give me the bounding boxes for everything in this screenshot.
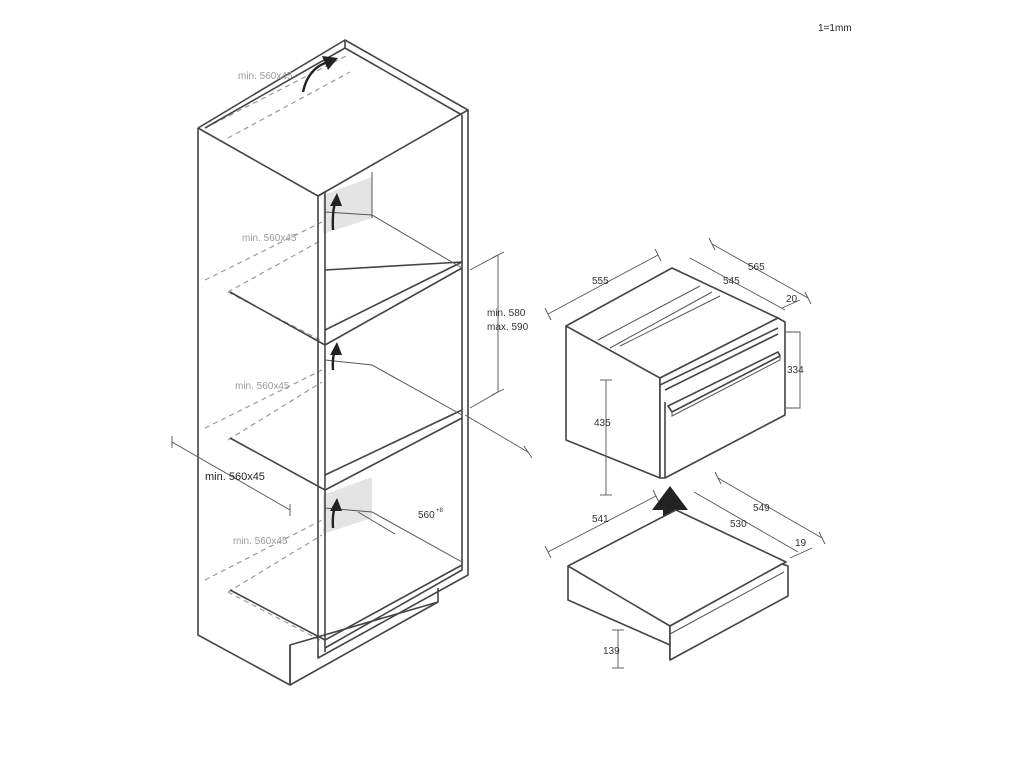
drawer-depth-body-label: 530 (730, 519, 747, 530)
drawer-height-label: 139 (603, 646, 620, 657)
airflow-arrows (301, 56, 342, 529)
inner-depth-label: 560 (418, 510, 435, 521)
height-min-label: min. 580 (487, 308, 526, 319)
oven-depth-total-label: 565 (748, 262, 765, 273)
drawer-depth-total-label: 549 (753, 503, 770, 514)
niche-upper-label: min. 560x45 (242, 233, 297, 244)
tall-cabinet (197, 39, 469, 686)
oven-front-thickness-label: 20 (786, 294, 798, 305)
drawer-width-label: 541 (592, 514, 609, 525)
oven-depth-body-label: 545 (723, 276, 740, 287)
niche-top-label: min. 560x45 (238, 71, 293, 82)
airflow-arrow-top (301, 60, 329, 93)
height-max-label: max. 590 (487, 322, 529, 333)
scale-note: 1=1mm (818, 23, 852, 34)
cabinet-dimensions: min. 560x45 min. 560x45 min. 560x45 min.… (171, 71, 533, 547)
warming-drawer (567, 509, 789, 661)
inner-depth-tolerance: +8 (436, 508, 444, 514)
oven-width-label: 555 (592, 276, 609, 287)
niche-upper (323, 177, 372, 234)
oven-dimensions: 555 565 545 20 334 435 (544, 237, 812, 496)
niche-bottom-label: min. 560x45 (233, 536, 288, 547)
floor-depth-label: min. 560x45 (205, 471, 265, 483)
drawer-front-thickness-label: 19 (795, 538, 807, 549)
oven-body-height-label: 435 (594, 418, 611, 429)
niche-lower (323, 477, 372, 534)
drawer-dimensions: 541 549 530 19 139 (544, 471, 826, 669)
niche-middle-label: min. 560x45 (235, 381, 290, 392)
arrow-head-icon (322, 56, 338, 70)
arrow-head-icon (330, 193, 342, 206)
arrow-head-icon (330, 498, 342, 511)
oven-front-height-label: 334 (787, 365, 804, 376)
compact-oven (565, 267, 786, 479)
arrow-head-icon (330, 342, 342, 355)
ventilation-outlines (204, 54, 351, 641)
